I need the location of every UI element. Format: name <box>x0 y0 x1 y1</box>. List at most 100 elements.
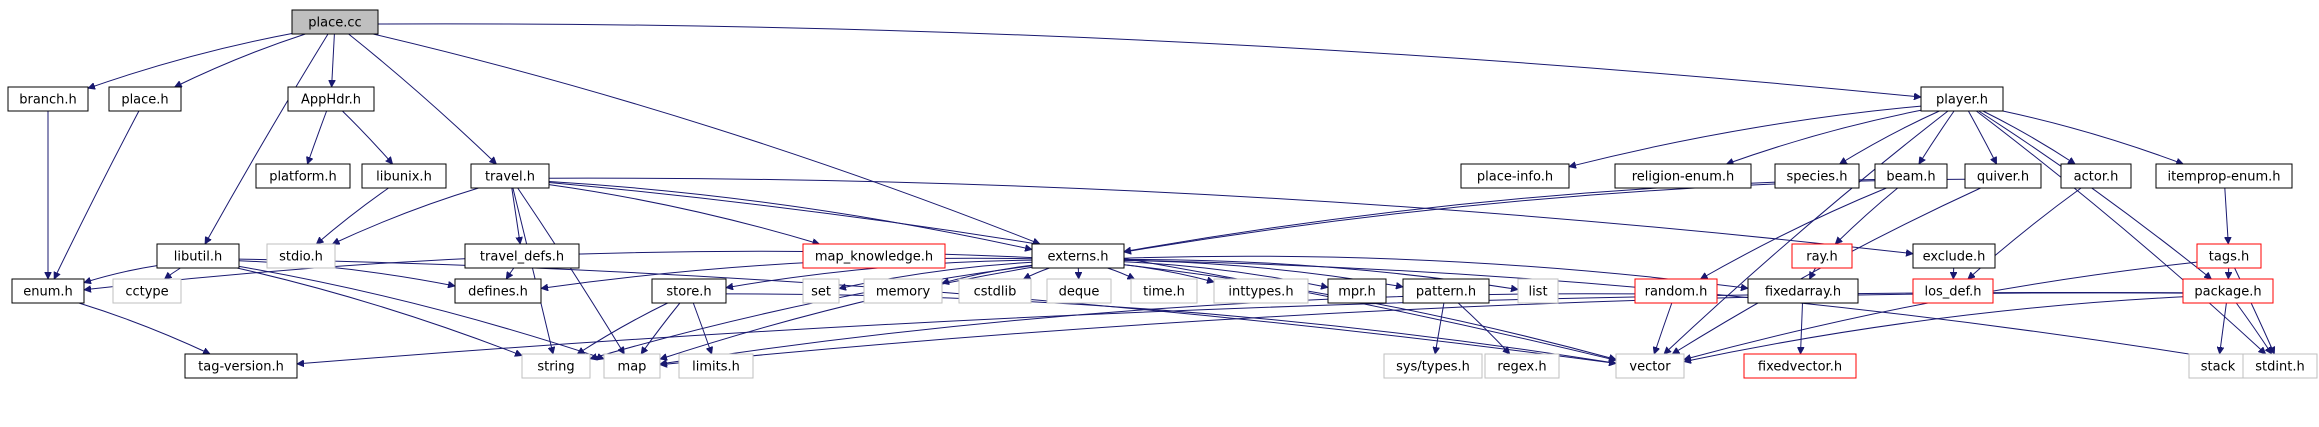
node-exclude-h[interactable]: exclude.h <box>1912 243 1996 269</box>
node-platform-h[interactable]: platform.h <box>255 163 351 189</box>
node-map-knowledge-h[interactable]: map_knowledge.h <box>802 243 946 269</box>
node-beam-h[interactable]: beam.h <box>1874 163 1948 189</box>
node-defines-h[interactable]: defines.h <box>454 278 542 304</box>
node-externs-h[interactable]: externs.h <box>1031 243 1125 269</box>
node-quiver-h[interactable]: quiver.h <box>1964 163 2042 189</box>
node-box <box>156 243 240 269</box>
node-label: regex.h <box>1497 360 1546 375</box>
node-tags-h[interactable]: tags.h <box>2196 243 2262 269</box>
node-box <box>651 278 727 304</box>
node-enum-h[interactable]: enum.h <box>11 278 85 304</box>
node-box <box>1874 163 1948 189</box>
node-religion-enum-h[interactable]: religion-enum.h <box>1614 163 1752 189</box>
node-actor-h[interactable]: actor.h <box>2060 163 2132 189</box>
node-box <box>7 86 89 112</box>
node-string: string <box>521 353 591 379</box>
edge-travel-h-to-stdio-h <box>332 187 479 244</box>
edge-libutil-h-to-cctype <box>165 267 181 279</box>
node-box <box>2188 353 2248 379</box>
node-label: religion-enum.h <box>1632 170 1735 185</box>
edge-quiver-h-to-vector <box>1672 187 1981 355</box>
node-tag-version-h[interactable]: tag-version.h <box>184 353 298 379</box>
node-libunix-h[interactable]: libunix.h <box>361 163 447 189</box>
node-box <box>2060 163 2132 189</box>
node-ray-h[interactable]: ray.h <box>1791 243 1853 269</box>
node-inttypes-h: inttypes.h <box>1213 278 1309 304</box>
node-place-info-h[interactable]: place-info.h <box>1460 163 1570 189</box>
node-box <box>802 278 840 304</box>
node-box <box>1634 278 1718 304</box>
node-limits-h: limits.h <box>678 353 754 379</box>
edge-player-h-to-beam-h <box>1918 110 1955 164</box>
edge-externs-h-to-fixedarray-h <box>1123 255 1748 288</box>
node-box <box>266 243 336 269</box>
node-stdio-h: stdio.h <box>266 243 336 269</box>
node-place-h[interactable]: place.h <box>108 86 182 112</box>
edge-random-h-to-map <box>660 293 1636 364</box>
node-box <box>2155 163 2293 189</box>
node-box <box>678 353 754 379</box>
node-label: AppHdr.h <box>301 93 361 108</box>
node-label: platform.h <box>269 170 337 185</box>
node-vector: vector <box>1615 353 1685 379</box>
node-box <box>1743 353 1857 379</box>
edge-travel-h-to-vector <box>548 182 1616 361</box>
node-apphdr-h[interactable]: AppHdr.h <box>287 86 375 112</box>
node-store-h[interactable]: store.h <box>651 278 727 304</box>
node-box <box>1046 278 1112 304</box>
node-label: mpr.h <box>1338 285 1375 300</box>
node-label: set <box>811 285 831 300</box>
node-random-h[interactable]: random.h <box>1634 278 1718 304</box>
edge-player-h-to-species-h <box>1840 110 1940 165</box>
node-label: travel.h <box>485 170 535 185</box>
node-label: place.cc <box>308 16 361 31</box>
node-label: libunix.h <box>376 170 432 185</box>
node-box <box>1920 86 2004 112</box>
node-place-cc[interactable]: place.cc <box>291 9 379 35</box>
edge-travel-h-to-string <box>512 187 553 354</box>
node-box <box>2182 278 2274 304</box>
node-libutil-h[interactable]: libutil.h <box>156 243 240 269</box>
node-label: branch.h <box>19 93 77 108</box>
node-travel-h[interactable]: travel.h <box>470 163 550 189</box>
node-box <box>1460 163 1570 189</box>
edge-apphdr-h-to-platform-h <box>307 110 328 164</box>
node-label: enum.h <box>23 285 73 300</box>
node-label: tags.h <box>2209 250 2249 265</box>
node-label: beam.h <box>1886 170 1935 185</box>
node-label: tag-version.h <box>198 360 284 375</box>
node-label: ray.h <box>1806 250 1838 265</box>
edge-libutil-h-to-defines-h <box>238 260 455 286</box>
node-label: fixedarray.h <box>1765 285 1841 300</box>
node-pattern-h[interactable]: pattern.h <box>1402 278 1490 304</box>
node-branch-h[interactable]: branch.h <box>7 86 89 112</box>
node-box <box>958 278 1032 304</box>
node-stdint-h: stdint.h <box>2242 353 2318 379</box>
node-box <box>2242 353 2318 379</box>
node-player-h[interactable]: player.h <box>1920 86 2004 112</box>
node-fixedvector-h[interactable]: fixedvector.h <box>1743 353 1857 379</box>
edge-itemprop-enum-h-to-tags-h <box>2224 187 2229 244</box>
node-label: quiver.h <box>1977 170 2029 185</box>
node-label: los_def.h <box>1924 285 1981 300</box>
node-box <box>108 86 182 112</box>
node-species-h[interactable]: species.h <box>1774 163 1860 189</box>
edge-tags-h-to-stdint-h <box>2234 267 2275 354</box>
node-sys-types-h: sys/types.h <box>1383 353 1483 379</box>
node-fixedarray-h[interactable]: fixedarray.h <box>1747 278 1859 304</box>
node-box <box>184 353 298 379</box>
node-package-h[interactable]: package.h <box>2182 278 2274 304</box>
edge-place-cc-to-libutil-h <box>204 33 329 244</box>
node-los-def-h[interactable]: los_def.h <box>1912 278 1994 304</box>
node-mpr-h[interactable]: mpr.h <box>1327 278 1387 304</box>
node-memory: memory <box>863 278 943 304</box>
node-label: limits.h <box>692 360 740 375</box>
edge-player-h-to-stdint-h <box>1975 110 2265 354</box>
node-box <box>464 243 580 269</box>
node-stack: stack <box>2188 353 2248 379</box>
node-travel-defs-h[interactable]: travel_defs.h <box>464 243 580 269</box>
edge-externs-h-to-time-h <box>1107 267 1135 280</box>
node-label: exclude.h <box>1923 250 1986 265</box>
node-box <box>1213 278 1309 304</box>
node-itemprop-enum-h[interactable]: itemprop-enum.h <box>2155 163 2293 189</box>
